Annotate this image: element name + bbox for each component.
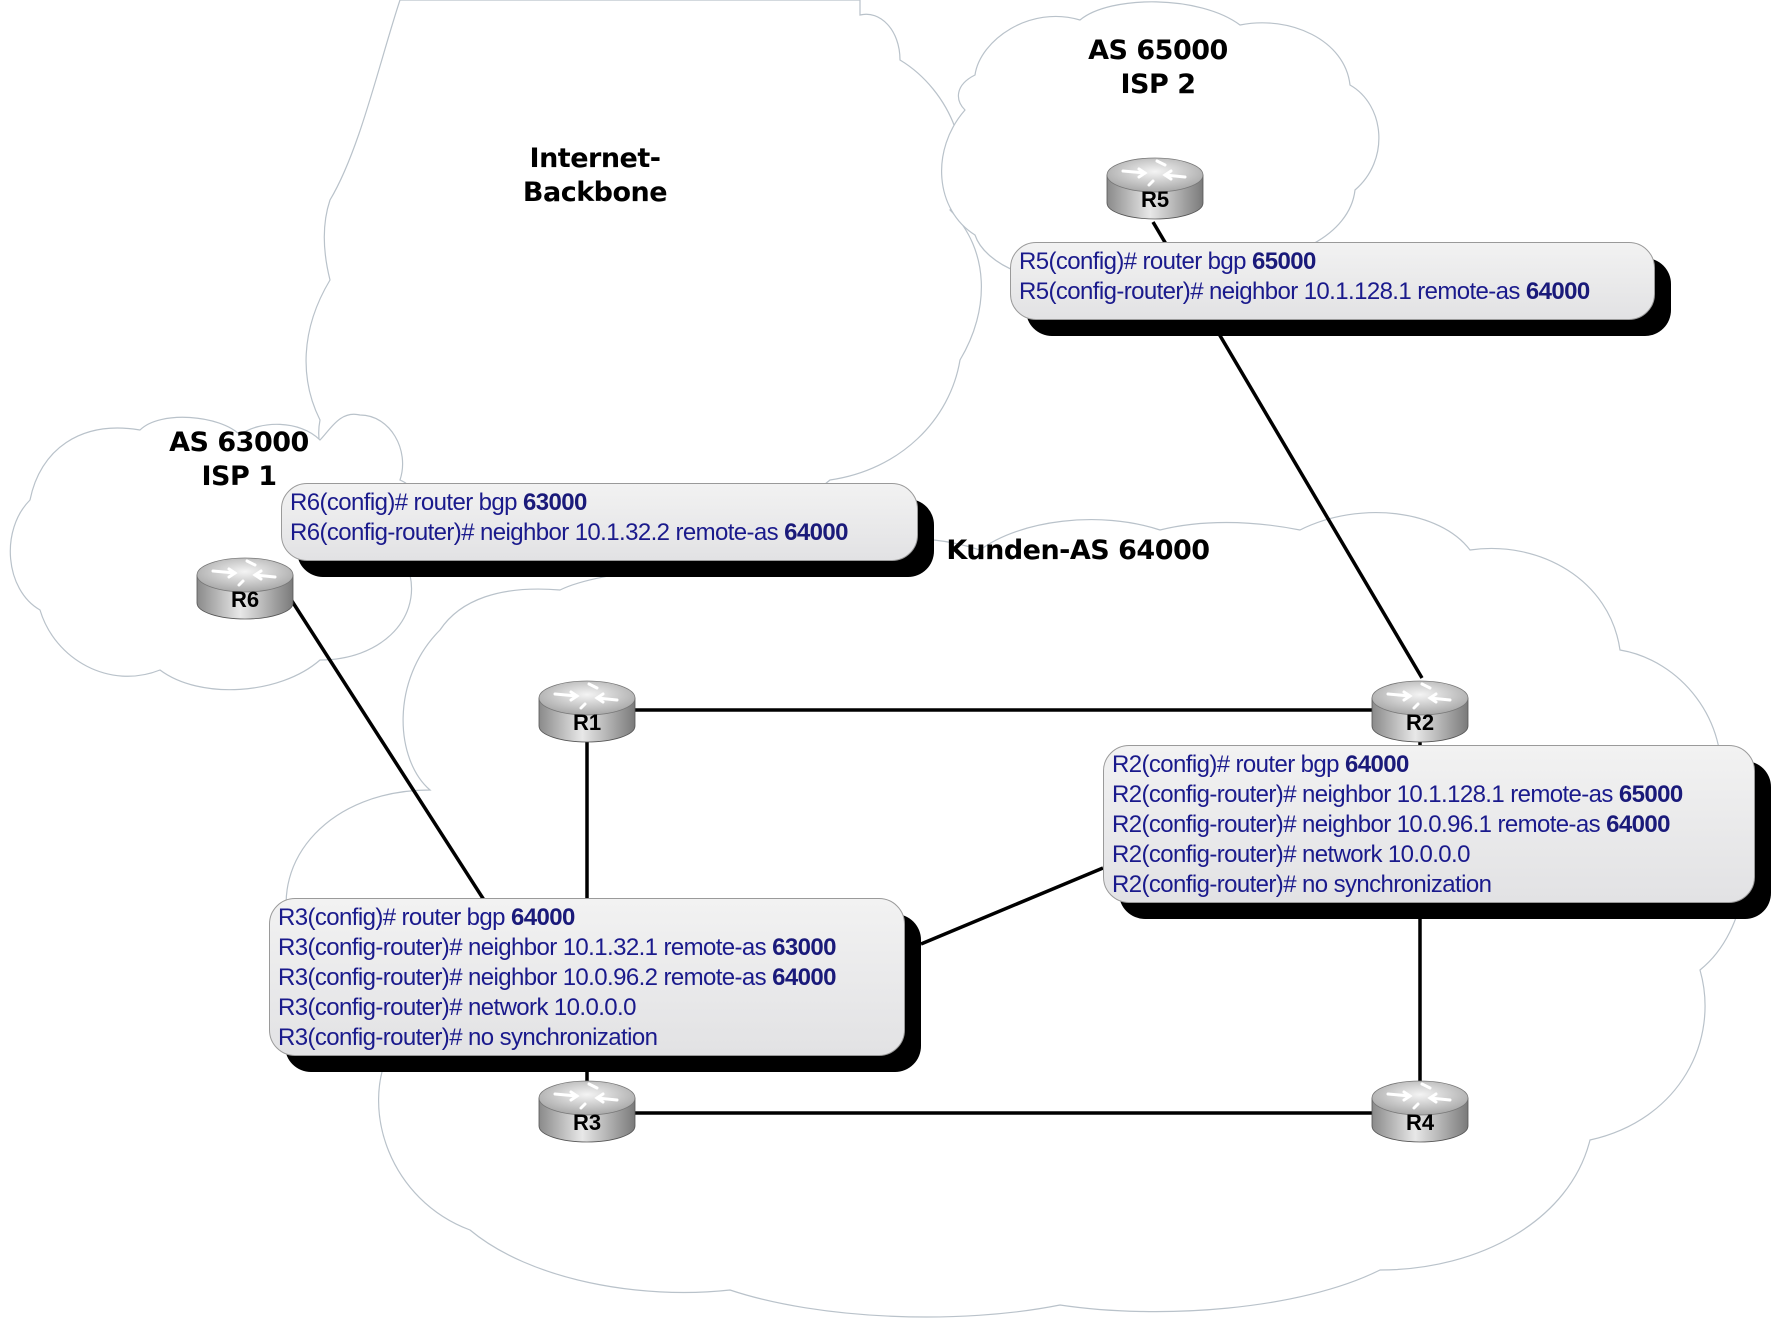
config-line: R3(config-router)# neighbor 10.0.96.2 re… [278,963,896,993]
router-label: R1 [573,710,601,735]
config-command: R3(config-router)# network 10.0.0.0 [278,994,636,1021]
router-icon [1386,1082,1452,1110]
router-icon [1121,159,1187,187]
router-label: R3 [573,1110,601,1135]
cloud-label-customer-as: Kunden-AS 64000 [946,534,1210,568]
config-command: R2(config-router)# neighbor 10.0.96.1 re… [1112,811,1607,838]
config-command: R5(config)# router bgp [1019,248,1252,275]
label-line: Backbone [522,177,668,208]
config-as-number: 64000 [784,519,848,546]
label-line: AS 65000 [1088,35,1228,66]
cloud-label-isp1: AS 63000 ISP 1 [169,426,309,494]
config-command: R3(config)# router bgp [278,904,511,931]
router-icon [1386,682,1452,710]
router-r6[interactable]: R6 [196,557,294,620]
config-command: R2(config)# router bgp [1112,751,1345,778]
config-as-number: 63000 [523,489,587,516]
config-line: R2(config-router)# neighbor 10.1.128.1 r… [1112,780,1746,810]
config-line: R5(config-router)# neighbor 10.1.128.1 r… [1019,277,1646,307]
cloud-label-isp2: AS 65000 ISP 2 [1088,34,1228,102]
config-as-number: 63000 [772,934,836,961]
config-line: R2(config-router)# no synchronization [1112,870,1746,900]
config-command: R3(config-router)# neighbor 10.0.96.2 re… [278,964,773,991]
router-r1[interactable]: R1 [538,680,636,743]
label-line: ISP 1 [201,461,277,492]
router-r2[interactable]: R2 [1371,680,1469,743]
config-as-number: 64000 [772,964,836,991]
config-as-number: 64000 [1606,811,1670,838]
config-as-number: 64000 [511,904,575,931]
config-line: R2(config-router)# network 10.0.0.0 [1112,840,1746,870]
config-as-number: 65000 [1252,248,1316,275]
config-line: R6(config)# router bgp 63000 [290,488,909,518]
config-command: R2(config-router)# network 10.0.0.0 [1112,841,1470,868]
config-command: R3(config-router)# neighbor 10.1.32.1 re… [278,934,773,961]
config-line: R3(config)# router bgp 64000 [278,903,896,933]
link-r6-r3 [288,597,486,901]
router-label: R6 [231,587,259,612]
config-as-number: 64000 [1525,278,1590,305]
config-command: R6(config)# router bgp [290,489,523,516]
router-r3[interactable]: R3 [538,1080,636,1143]
router-label: R4 [1406,1110,1435,1135]
router-icon [553,1082,619,1110]
router-r4[interactable]: R4 [1371,1080,1469,1143]
config-line: R2(config-router)# neighbor 10.0.96.1 re… [1112,810,1746,840]
router-label: R2 [1406,710,1434,735]
config-command: R3(config-router)# no synchronization [278,1024,658,1051]
config-line: R6(config-router)# neighbor 10.1.32.2 re… [290,518,909,548]
config-as-number: 64000 [1345,751,1409,778]
cloud-label-internet-backbone: Internet- Backbone [522,142,668,210]
config-line: R3(config-router)# network 10.0.0.0 [278,993,896,1023]
config-line: R2(config)# router bgp 64000 [1112,750,1746,780]
label-line: ISP 2 [1120,69,1196,100]
config-command: R5(config-router)# neighbor 10.1.128.1 r… [1019,278,1526,305]
config-line: R3(config-router)# neighbor 10.1.32.1 re… [278,933,896,963]
label-line: Internet- [529,143,661,174]
cloud-internet-backbone [305,0,982,556]
config-line: R3(config-router)# no synchronization [278,1023,896,1053]
router-label: R5 [1141,187,1169,212]
label-line: AS 63000 [169,427,309,458]
config-command: R2(config-router)# no synchronization [1112,871,1492,898]
router-r5[interactable]: R5 [1106,157,1204,220]
label-line: Kunden-AS 64000 [946,535,1210,566]
router-icon [211,559,277,587]
router-icon [553,682,619,710]
config-as-number: 65000 [1618,781,1683,808]
config-line: R5(config)# router bgp 65000 [1019,247,1646,277]
config-command: R6(config-router)# neighbor 10.1.32.2 re… [290,519,785,546]
config-command: R2(config-router)# neighbor 10.1.128.1 r… [1112,781,1619,808]
link-r2-r3 [920,866,1104,946]
